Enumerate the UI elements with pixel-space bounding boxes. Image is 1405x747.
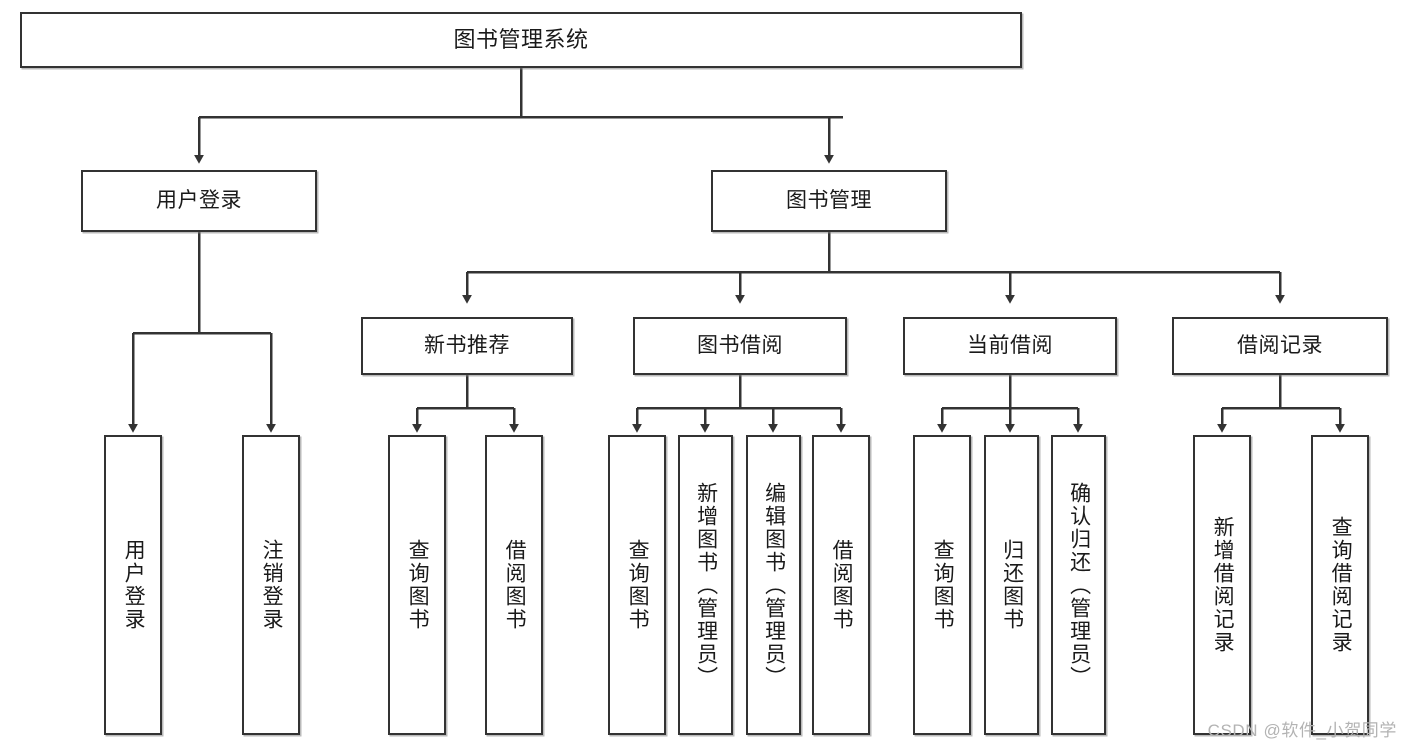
node-label: 当前借阅 bbox=[967, 333, 1053, 357]
node-user-login[interactable]: 用户登录 bbox=[81, 170, 317, 232]
node-current-borrow[interactable]: 当前借阅 bbox=[903, 317, 1117, 375]
node-label: 借阅图书 bbox=[830, 539, 854, 631]
node-label: 查询借阅记录 bbox=[1329, 516, 1353, 654]
node-label: 借阅记录 bbox=[1237, 333, 1323, 357]
leaf-recommend-query-book[interactable]: 查询图书 bbox=[388, 435, 446, 735]
leaf-borrow-add-book[interactable]: 新增图书（管理员） bbox=[678, 435, 733, 735]
node-book-management[interactable]: 图书管理 bbox=[711, 170, 947, 232]
leaf-record-query-record[interactable]: 查询借阅记录 bbox=[1311, 435, 1369, 735]
node-label: 确认归还（管理员） bbox=[1067, 481, 1091, 689]
leaf-borrow-borrow-book[interactable]: 借阅图书 bbox=[812, 435, 870, 735]
node-label: 查询图书 bbox=[931, 539, 955, 631]
leaf-borrow-edit-book[interactable]: 编辑图书（管理员） bbox=[746, 435, 801, 735]
node-label: 新增借阅记录 bbox=[1211, 516, 1235, 654]
leaf-user-login[interactable]: 用户登录 bbox=[104, 435, 162, 735]
node-borrow-record[interactable]: 借阅记录 bbox=[1172, 317, 1388, 375]
node-label: 新增图书（管理员） bbox=[694, 481, 718, 689]
node-label: 归还图书 bbox=[1000, 539, 1024, 631]
leaf-current-return-book[interactable]: 归还图书 bbox=[984, 435, 1039, 735]
leaf-borrow-query-book[interactable]: 查询图书 bbox=[608, 435, 666, 735]
leaf-current-confirm-return[interactable]: 确认归还（管理员） bbox=[1051, 435, 1106, 735]
node-label: 用户登录 bbox=[156, 188, 242, 212]
node-label: 图书借阅 bbox=[697, 333, 783, 357]
node-label: 查询图书 bbox=[626, 539, 650, 631]
watermark-text: CSDN @软件_小贺同学 bbox=[1207, 721, 1397, 740]
leaf-current-query-book[interactable]: 查询图书 bbox=[913, 435, 971, 735]
node-label: 注销登录 bbox=[260, 539, 284, 631]
leaf-recommend-borrow-book[interactable]: 借阅图书 bbox=[485, 435, 543, 735]
node-root-system[interactable]: 图书管理系统 bbox=[20, 12, 1022, 68]
node-label: 借阅图书 bbox=[503, 539, 527, 631]
leaf-user-logout[interactable]: 注销登录 bbox=[242, 435, 300, 735]
node-label: 编辑图书（管理员） bbox=[762, 481, 786, 689]
node-label: 图书管理系统 bbox=[453, 27, 589, 53]
node-label: 查询图书 bbox=[406, 539, 430, 631]
node-new-book-recommend[interactable]: 新书推荐 bbox=[361, 317, 573, 375]
node-label: 图书管理 bbox=[786, 188, 872, 212]
node-label: 新书推荐 bbox=[424, 333, 510, 357]
node-book-borrow[interactable]: 图书借阅 bbox=[633, 317, 847, 375]
leaf-record-add-record[interactable]: 新增借阅记录 bbox=[1193, 435, 1251, 735]
node-label: 用户登录 bbox=[122, 539, 146, 631]
